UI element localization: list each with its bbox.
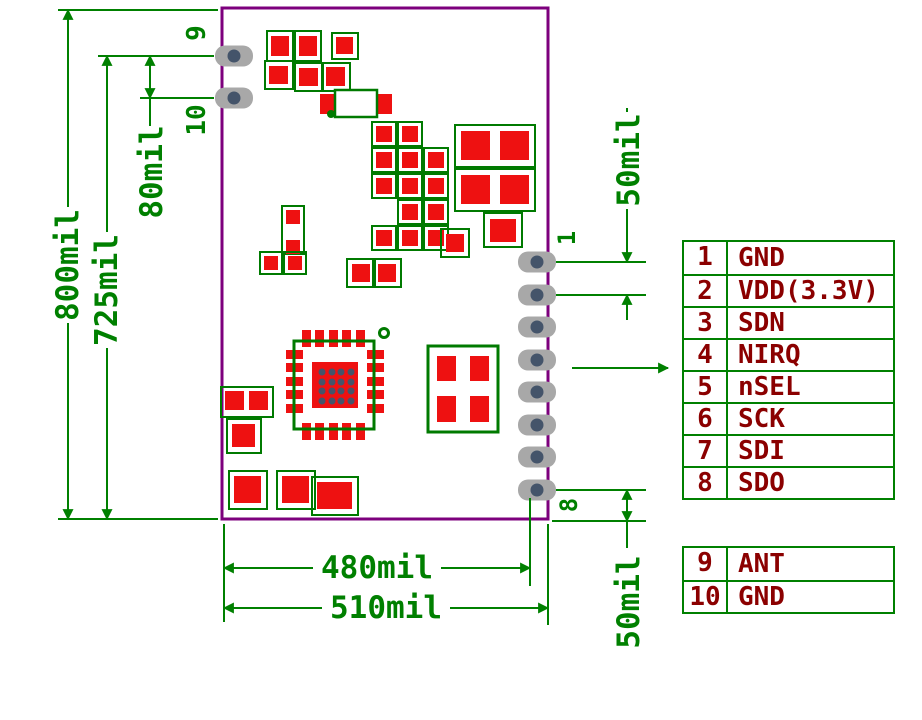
dim-label-480mil: 480mil bbox=[321, 550, 433, 586]
pin-signal: SDN bbox=[738, 308, 785, 338]
polarity-dot bbox=[327, 110, 335, 118]
pin-row: 9 ANT bbox=[684, 548, 893, 580]
pin-number: 3 bbox=[684, 308, 728, 338]
pin-signal: VDD(3.3V) bbox=[738, 276, 879, 306]
component-white-body bbox=[320, 88, 392, 119]
callout-pin9: 9 bbox=[182, 25, 212, 41]
pin-row: 3 SDN bbox=[684, 306, 893, 338]
pin-signal: SDO bbox=[738, 468, 785, 498]
header-pad-pin10 bbox=[215, 87, 253, 109]
passive-pad-field bbox=[346, 121, 470, 288]
pin-row: 10 GND bbox=[684, 580, 893, 612]
pin-row: 5 nSEL bbox=[684, 370, 893, 402]
pin-number: 5 bbox=[684, 372, 728, 402]
pin-number: 8 bbox=[684, 468, 728, 498]
pin-number: 10 bbox=[684, 582, 728, 612]
pin-row: 2 VDD(3.3V) bbox=[684, 274, 893, 306]
ic-silkscreen-outline bbox=[292, 339, 376, 431]
pin-signal: ANT bbox=[738, 549, 785, 579]
callout-pin1: 1 bbox=[553, 231, 581, 245]
dim-label-800mil: 800mil bbox=[50, 209, 86, 321]
pin-signal: GND bbox=[738, 582, 785, 612]
header-pad-pin9 bbox=[215, 45, 253, 67]
large-pad-cluster-top-right bbox=[454, 124, 536, 248]
pin-number: 9 bbox=[684, 548, 728, 580]
pin-number: 7 bbox=[684, 436, 728, 466]
pin-signal: NIRQ bbox=[738, 340, 801, 370]
ic-pin1-mark bbox=[378, 327, 390, 339]
component-cluster-left-middle bbox=[259, 205, 307, 275]
pin-number: 6 bbox=[684, 404, 728, 434]
component-cluster-top-left bbox=[264, 30, 359, 92]
dim-label-50mil-bottom: 50mil bbox=[611, 555, 647, 648]
pin-signal: SDI bbox=[738, 436, 785, 466]
dim-label-510mil: 510mil bbox=[330, 590, 442, 626]
pin-signal: GND bbox=[738, 243, 785, 273]
pin-row: 8 SDO bbox=[684, 466, 893, 498]
dim-label-725mil: 725mil bbox=[89, 234, 125, 346]
pin-number: 2 bbox=[684, 276, 728, 306]
callout-pin8: 8 bbox=[555, 498, 583, 512]
crystal bbox=[426, 344, 500, 434]
callout-pin10: 10 bbox=[182, 104, 212, 135]
pin-number: 4 bbox=[684, 340, 728, 370]
pin-signal: SCK bbox=[738, 404, 785, 434]
pin-table-main: 1 GND 2 VDD(3.3V) 3 SDN 4 NIRQ 5 nSEL 6 … bbox=[682, 240, 895, 500]
header-pads-right bbox=[518, 251, 556, 501]
component-cluster-bottom-left bbox=[220, 386, 359, 516]
pin-row: 4 NIRQ bbox=[684, 338, 893, 370]
pin-table-ant: 9 ANT 10 GND bbox=[682, 546, 895, 614]
pin-row: 6 SCK bbox=[684, 402, 893, 434]
pin-signal: nSEL bbox=[738, 372, 801, 402]
pin-row: 7 SDI bbox=[684, 434, 893, 466]
dim-label-80mil: 80mil bbox=[134, 125, 170, 218]
ic-chip bbox=[286, 327, 390, 440]
dim-label-50mil-top: 50mil bbox=[611, 113, 647, 206]
pin-number: 1 bbox=[684, 242, 728, 274]
pin-row: 1 GND bbox=[684, 242, 893, 274]
